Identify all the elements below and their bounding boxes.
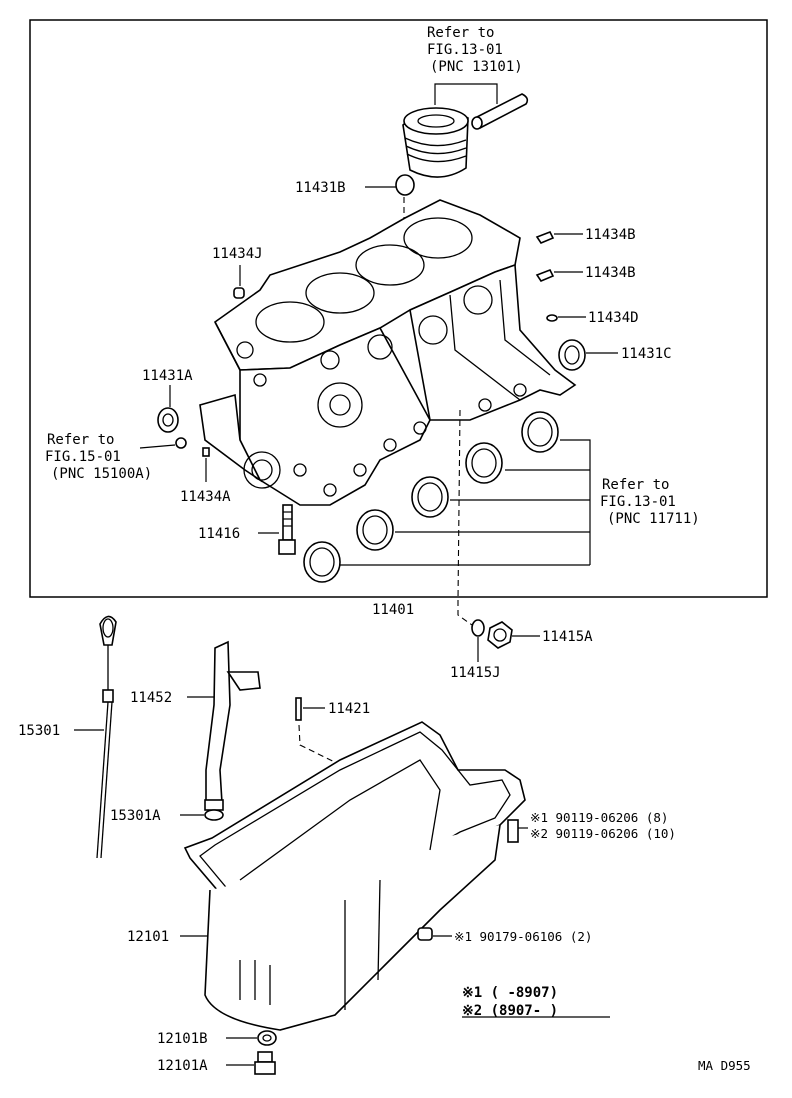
- bearing-ref-line2: FIG.13-01: [600, 494, 676, 510]
- piston-ref-line3: (PNC 13101): [430, 59, 523, 75]
- drain-plug-11415A: [487, 621, 513, 649]
- bearing-ref-bracket: [340, 439, 591, 566]
- pin-11434D: [546, 314, 558, 322]
- piston-illustration: [402, 93, 529, 178]
- label-11431C: 11431C: [621, 346, 672, 362]
- stud-11421: [295, 697, 302, 721]
- main-bearings: [303, 411, 559, 583]
- ring-11431A: [157, 407, 179, 433]
- legend-row-1: ※1 ( -8907): [462, 985, 558, 1001]
- pin-11434B-1: [535, 230, 555, 244]
- label-11415A: 11415A: [542, 629, 593, 645]
- figure-code: MA D955: [698, 1058, 751, 1073]
- ring-11431C: [558, 339, 586, 371]
- dipstick-15301: [96, 615, 117, 859]
- gasket-11415J: [471, 619, 485, 637]
- nut-spec: ※1 90179-06106 (2): [454, 929, 592, 944]
- label-11434D: 11434D: [588, 310, 639, 326]
- ring-11431B: [395, 174, 415, 196]
- label-11434A: 11434A: [180, 489, 231, 505]
- oil-pan-12101: [183, 721, 526, 1031]
- label-11421: 11421: [328, 701, 370, 717]
- label-11431B: 11431B: [295, 180, 346, 196]
- block-frame: [29, 19, 768, 598]
- oil-pump-ref-line2: FIG.15-01: [45, 449, 121, 465]
- dipstick-guide-11452: [204, 640, 261, 811]
- bearing-ref-line1: Refer to: [602, 477, 669, 493]
- pan-nut: [417, 927, 452, 941]
- legend-row-2: ※2 (8907- ): [462, 1003, 558, 1019]
- label-11416: 11416: [198, 526, 240, 542]
- label-11434B-2: 11434B: [585, 265, 636, 281]
- pin-11434A: [202, 447, 210, 457]
- label-12101B: 12101B: [157, 1031, 208, 1047]
- ring-15301A: [204, 809, 224, 821]
- drain-plug-12101A: [254, 1051, 276, 1075]
- pin-11434B-2: [535, 268, 555, 282]
- piston-ref-bracket: [434, 83, 498, 105]
- plug-11434J: [233, 287, 245, 299]
- piston-ref-line1: Refer to: [427, 25, 494, 41]
- label-12101: 12101: [127, 929, 169, 945]
- washer-12101B: [257, 1030, 277, 1046]
- oil-pump-ref-line1: Refer to: [47, 432, 114, 448]
- label-11401: 11401: [372, 602, 414, 618]
- label-11415J: 11415J: [450, 665, 501, 681]
- label-11434B-1: 11434B: [585, 227, 636, 243]
- bolt-11416: [278, 504, 296, 555]
- cylinder-block-illustration: [199, 199, 577, 506]
- bolt-spec-1: ※1 90119-06206 (8): [530, 810, 668, 825]
- label-11434J: 11434J: [212, 246, 263, 262]
- label-15301A: 15301A: [110, 808, 161, 824]
- bearing-ref-line3: (PNC 11711): [607, 511, 700, 527]
- bolt-spec-2: ※2 90119-06206 (10): [530, 826, 676, 841]
- label-11452: 11452: [130, 690, 172, 706]
- label-12101A: 12101A: [157, 1058, 208, 1074]
- label-15301: 15301: [18, 723, 60, 739]
- piston-ref-line2: FIG.13-01: [427, 42, 503, 58]
- oil-pump-ref-line3: (PNC 15100A): [51, 466, 152, 482]
- label-11431A: 11431A: [142, 368, 193, 384]
- pan-bolt: [507, 819, 528, 843]
